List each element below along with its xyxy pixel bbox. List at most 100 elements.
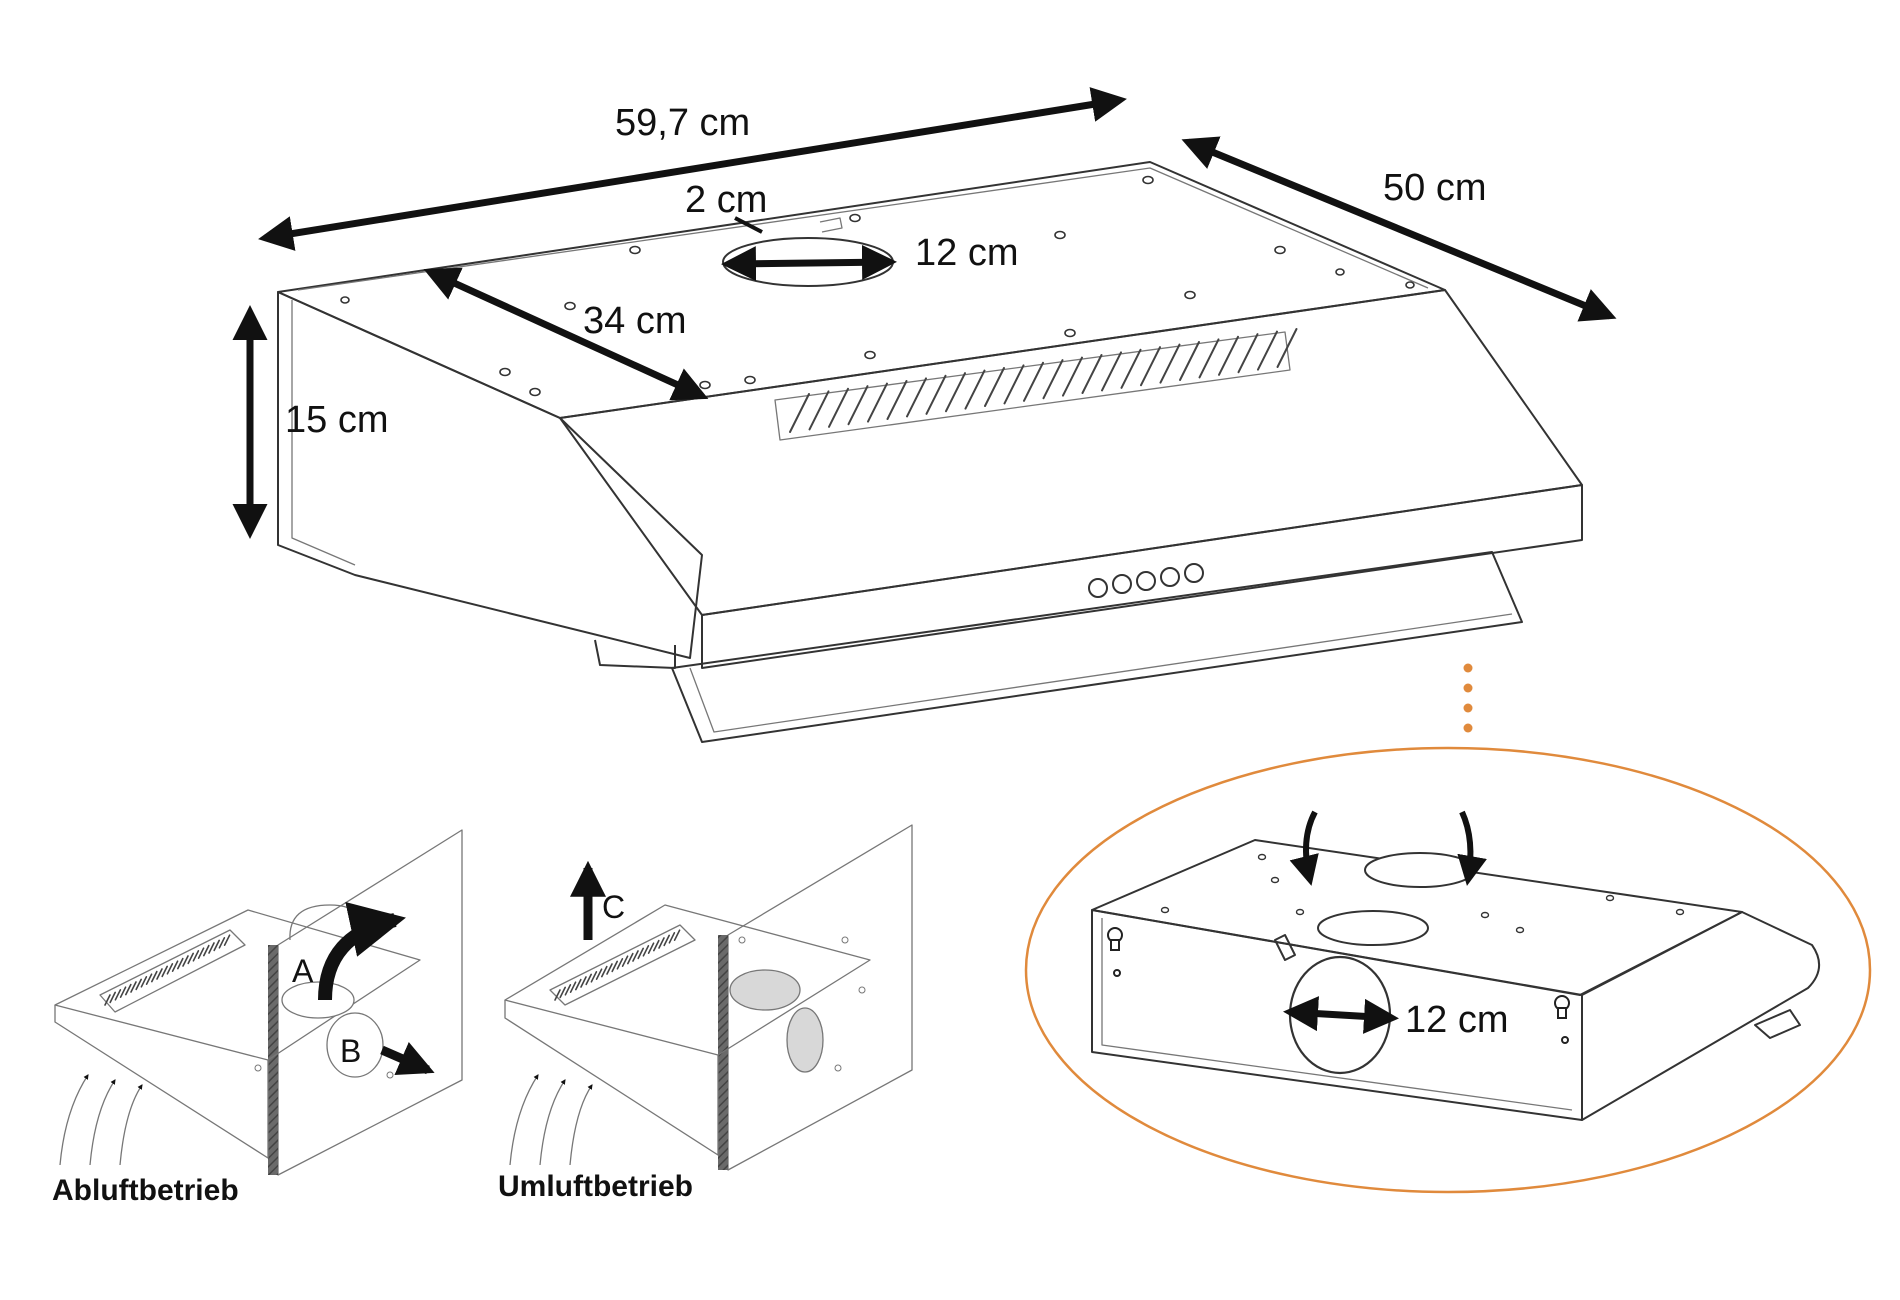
height-label: 15 cm [285,399,388,441]
rear-outlet-diameter-arrow [1283,996,1399,1034]
depth-dimension-arrow [1181,136,1617,322]
vent-slot [114,988,122,1001]
vent-slot [964,369,986,410]
hood-top-surface [277,161,1446,419]
width-label: 59,7 cm [615,102,750,144]
vent-slot [104,994,111,1006]
vent-slot [161,965,168,978]
vent-slot [886,380,908,420]
vent-slot [1003,364,1025,405]
vent-slot [119,986,127,999]
exhaust-mode-caption: Abluftbetrieb [52,1174,239,1207]
rear-outlet-detail [1024,746,1872,1194]
vent-slot [945,372,966,413]
vent-slot [145,973,153,986]
vent-slot [156,968,163,980]
vent-slot [171,960,179,973]
screw-holes [340,175,1415,397]
vent-slot [177,957,184,970]
vent-slot [1159,343,1181,384]
hood-front-face [701,484,1583,669]
vent-slot [151,970,158,983]
vent-slot [197,947,205,960]
outlet-to-front-arrow [423,267,709,401]
vent-slot [1257,330,1278,371]
vent-slot [135,978,142,991]
vent-slot [166,962,174,975]
vent-slots [774,328,1298,441]
width-dimension-arrow [258,87,1127,251]
vent-slot [663,934,671,947]
vent-slot [632,950,639,962]
vent-slot [140,975,148,988]
exhaust-wall-edge [268,945,278,1175]
vent-slot [564,983,572,996]
vent-slot [223,934,231,947]
vent-slot [1198,338,1220,379]
vent-slot [208,942,215,954]
leader-dot [1463,703,1473,713]
vent-slot [559,986,567,999]
vent-slot [1081,354,1103,394]
vent-slot [125,983,132,996]
recirculation-outlet-c-label: C [602,889,625,925]
outlet-diameter-label: 12 cm [915,232,1018,274]
vent-slot [647,942,655,955]
vent-slot [580,976,587,988]
leader-dot [1463,683,1473,693]
recirculation-mode-caption: Umluftbetrieb [498,1170,693,1203]
outlet-offset-line [734,216,763,234]
dimension-arrows [232,87,1617,539]
detail-leader-dots [1463,663,1473,733]
vent-slot [1023,361,1044,402]
recirculation-mode-illustration [504,824,913,1171]
vent-slot [187,952,194,965]
hood-front-slope [559,289,1583,616]
vent-slot [847,385,869,426]
outlet-diameter-arrow [721,244,897,282]
hood-left-side [277,291,703,659]
depth-label: 50 cm [1383,167,1486,209]
vent-slot [1062,356,1083,397]
vent-slot [658,937,665,949]
exhaust-outlet-a-label: A [292,953,314,989]
vent-slot [218,936,226,949]
vent-slot [1140,346,1161,387]
vent-slot [906,377,927,418]
vent-slot [867,382,888,423]
vent-slot [984,367,1005,407]
vent-slot [611,960,619,973]
vent-slot [595,968,603,981]
vent-slot [789,393,810,433]
vent-slot [554,989,561,1001]
vent-slot [808,390,830,431]
outlet-to-front-label: 34 cm [583,300,686,342]
vent-slot [130,981,137,993]
vent-slot [637,947,645,960]
vent-slot [828,387,849,428]
vent-slot [606,963,613,975]
vent-slot [652,939,660,952]
vent-slot [569,981,577,994]
rear-outlet-diameter-label: 12 cm [1405,999,1508,1041]
outlet-offset-label: 2 cm [685,179,767,221]
vent-slot [600,965,608,978]
vent-slot [1179,341,1200,381]
vent-slot [1237,333,1259,374]
vent-slot [574,978,582,991]
vent-slot [1120,348,1142,389]
exhaust-arrow-a [318,902,406,1001]
vent-slot [1218,335,1239,376]
hood-visor [671,551,1523,743]
vent-slot [213,939,220,952]
exhaust-outlet-b-label: B [340,1033,361,1069]
vent-slot [182,955,189,967]
vent-slot [925,374,947,415]
vent-slot [1042,359,1064,400]
vent-slot [673,929,681,942]
vent-slot [192,949,200,962]
vent-slot [626,952,634,965]
exhaust-arrow-b [380,1042,435,1076]
vent-slot [616,957,624,970]
